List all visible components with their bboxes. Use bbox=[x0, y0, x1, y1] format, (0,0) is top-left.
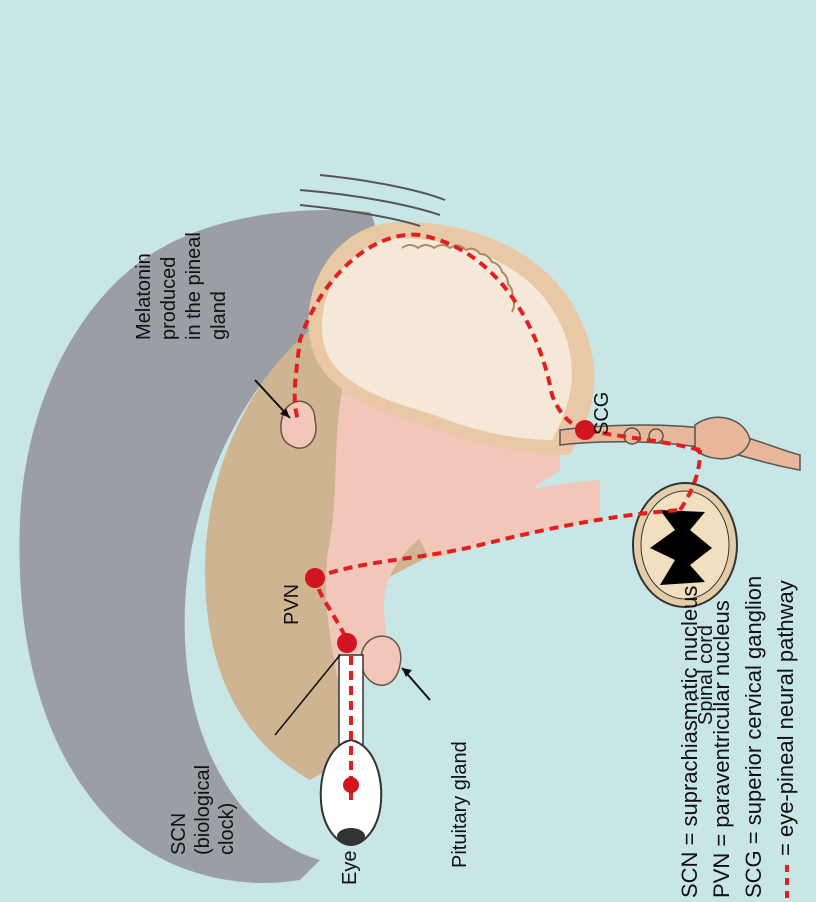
pituitary-label: Pituitary gland bbox=[449, 741, 471, 868]
scn-node bbox=[337, 633, 357, 653]
scn-line-1: SCN bbox=[168, 813, 190, 855]
pvn-label: PVN bbox=[281, 584, 303, 625]
legend-item-pvn: PVN = paraventricular nucleus bbox=[709, 600, 734, 898]
legend-item-scg: SCG = superior cervical ganglion bbox=[741, 576, 766, 898]
scg-label: SCG bbox=[591, 392, 613, 435]
eye-lens bbox=[337, 828, 365, 844]
melatonin-line-3: in the pineal bbox=[183, 232, 205, 340]
melatonin-line-4: gland bbox=[208, 291, 230, 340]
scn-line-2: (biological bbox=[192, 765, 214, 855]
pituitary-gland bbox=[361, 636, 401, 685]
eye-node bbox=[343, 777, 359, 793]
pvn-text: PVN bbox=[281, 584, 303, 625]
melatonin-line-2: produced bbox=[158, 257, 180, 340]
pituitary-text: Pituitary gland bbox=[449, 741, 471, 868]
scg-text: SCG bbox=[591, 392, 613, 435]
scn-line-3: clock) bbox=[216, 803, 238, 855]
pvn-node bbox=[305, 568, 325, 588]
legend-item-pathway: = eye-pineal neural pathway bbox=[773, 580, 798, 856]
eye-text: Eye bbox=[339, 851, 361, 885]
melatonin-line-1: Melatonin bbox=[133, 253, 155, 340]
legend-item-scn: SCN = suprachiasmatic nucleus bbox=[677, 586, 702, 898]
eye-label: Eye bbox=[339, 851, 361, 885]
